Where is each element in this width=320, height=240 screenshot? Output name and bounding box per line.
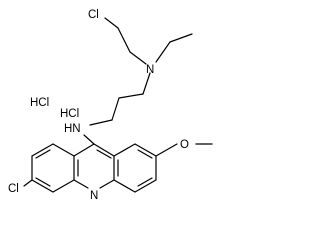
- chemical-structure: Cl N HN O Cl N HCl HCl: [8, 9, 213, 202]
- bond-propyl-3: [111, 97, 120, 121]
- bond-cl-ch2: [104, 17, 119, 29]
- bond-l4: [31, 179, 54, 193]
- bond-c-o: [155, 143, 178, 157]
- tertiary-amine-label: N: [146, 64, 154, 76]
- bond-l4-double: [35, 177, 51, 187]
- methoxy-oxygen-label: O: [180, 139, 189, 151]
- bond-c-cl: [23, 179, 33, 187]
- bond-c9-c8a: [73, 143, 95, 157]
- bond-r5: [113, 179, 136, 193]
- bond-c9-c9a: [93, 143, 115, 157]
- bond-n-ethyl: [155, 41, 171, 63]
- bond-r4: [134, 179, 157, 193]
- bond-r2: [134, 143, 157, 157]
- chlorine-ring-label: Cl: [8, 183, 19, 195]
- bond-r1: [113, 143, 136, 157]
- bond-propyl-nh: [89, 119, 113, 126]
- bond-nh-c9: [83, 134, 95, 145]
- ring-nitrogen-label: N: [90, 190, 98, 202]
- bond-ethyl-ch3: [169, 33, 193, 43]
- bond-l1: [52, 143, 75, 157]
- secondary-amine-label: HN: [64, 123, 81, 135]
- bond-c9-double: [96, 149, 112, 159]
- atom-labels: Cl N HN O Cl N HCl HCl: [8, 9, 189, 202]
- chlorine-top-label: Cl: [88, 9, 99, 21]
- bond-c4a-n: [99, 179, 115, 189]
- bond-propyl-2: [118, 93, 144, 99]
- bond-l5: [52, 179, 75, 193]
- hcl-1-label: HCl: [30, 97, 49, 109]
- bond-ch2-n: [129, 51, 147, 65]
- bond-r2-double: [137, 149, 153, 159]
- bond-l2: [31, 143, 54, 157]
- bond-r4-double: [137, 177, 153, 187]
- hcl-2-label: HCl: [60, 108, 79, 120]
- bond-c10a-n: [73, 179, 89, 189]
- bond-l2-double: [35, 149, 51, 159]
- bond-n-propyl: [142, 72, 151, 95]
- bond-ch2-ch2: [117, 27, 131, 53]
- bonds: [23, 17, 213, 193]
